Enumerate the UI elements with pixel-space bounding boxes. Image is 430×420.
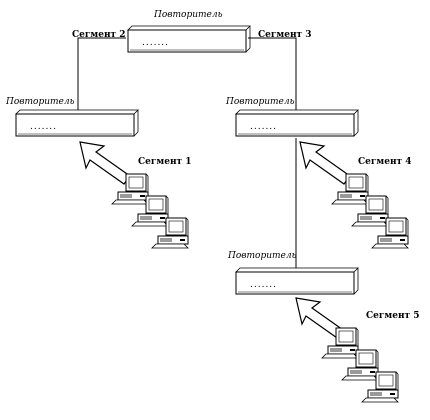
repeater-top-label: Повторитель	[153, 10, 223, 20]
segment-4-arrow	[299, 141, 351, 185]
segment-4-label: Сегмент 4	[358, 157, 412, 167]
repeater-top: .......	[127, 25, 251, 53]
connection-lines	[77, 37, 297, 268]
repeater-bottom-dots: .......	[250, 280, 277, 290]
segment-5-computers	[322, 328, 398, 402]
segment-1-computers	[112, 174, 188, 248]
segment-5-label: Сегмент 5	[366, 311, 420, 321]
segment-1-label: Сегмент 1	[138, 157, 192, 167]
repeater-bottom: .......	[235, 267, 359, 295]
repeater-bottom-label: Повторитель	[227, 251, 297, 261]
segment-1-arrow	[79, 141, 131, 185]
repeater-top-dots: .......	[142, 38, 169, 48]
repeater-right-dots: .......	[250, 122, 277, 132]
link-top-right	[248, 37, 297, 110]
segment-2-label: Сегмент 2	[72, 30, 126, 40]
repeater-left-dots: .......	[30, 122, 57, 132]
repeater-right-label: Повторитель	[225, 97, 295, 107]
link-top-left	[77, 37, 126, 110]
repeater-left-label: Повторитель	[5, 97, 75, 107]
segment-3-label: Сегмент 3	[258, 30, 312, 40]
segment-4-computers	[332, 174, 408, 248]
repeater-left: .......	[15, 109, 139, 137]
repeater-right: .......	[235, 109, 359, 137]
